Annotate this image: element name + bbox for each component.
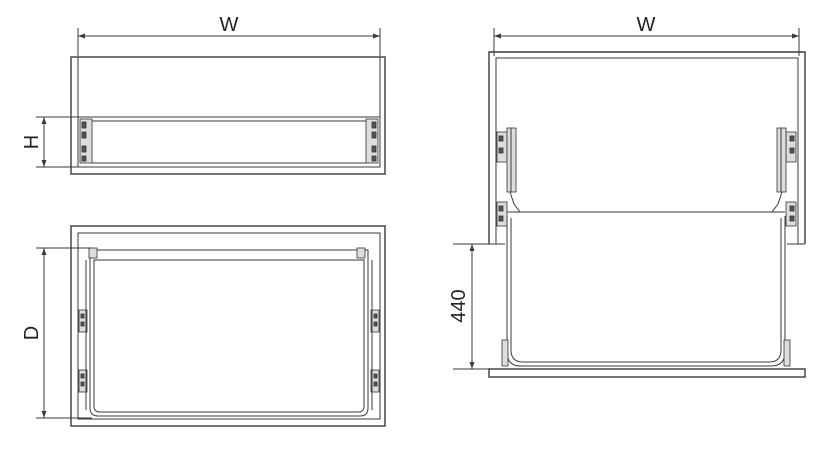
plan-right-runner <box>370 260 380 410</box>
front-right-runner <box>365 118 379 164</box>
side-height-label: 440 <box>448 289 470 322</box>
side-height-dimension: 440 <box>448 243 496 370</box>
side-view: W <box>448 14 806 378</box>
plan-drawer-box <box>89 249 369 417</box>
side-base-plinth <box>488 368 806 378</box>
front-cabinet-outline <box>70 56 386 175</box>
plan-depth-label: D <box>21 326 43 340</box>
side-width-dimension: W <box>493 14 800 56</box>
front-width-dimension: W <box>77 14 381 56</box>
plan-view: D <box>21 225 386 427</box>
plan-cabinet-outline <box>70 225 386 427</box>
side-right-lift-arm <box>771 127 797 227</box>
front-drawer-box <box>77 116 381 168</box>
side-cabinet-outline <box>488 51 806 244</box>
front-left-runner <box>79 118 93 164</box>
front-width-label: W <box>220 14 239 36</box>
plan-depth-dimension: D <box>21 247 92 419</box>
plan-cabinet-inner <box>77 232 381 420</box>
front-height-label: H <box>21 135 43 149</box>
front-height-dimension: H <box>21 116 80 168</box>
side-lowered-basket <box>506 216 786 367</box>
side-width-label: W <box>637 14 656 36</box>
side-left-lift-arm <box>496 127 521 227</box>
front-cabinet-inner <box>77 56 381 168</box>
front-view: W H <box>21 14 386 175</box>
plan-left-runner <box>78 260 88 410</box>
